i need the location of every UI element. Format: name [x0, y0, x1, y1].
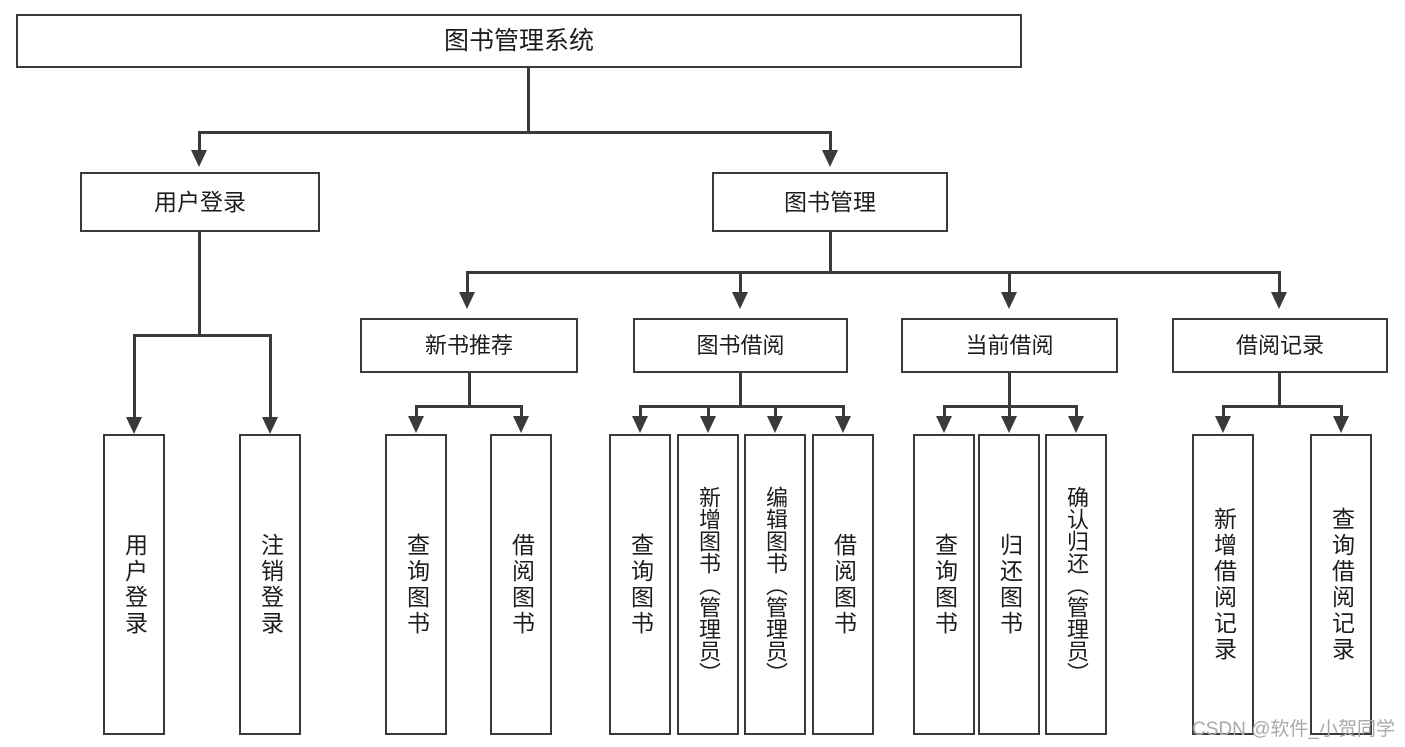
leaf-nbr-query-book[interactable]: 查询图书: [385, 434, 447, 735]
arrow-to-user-login: [191, 150, 207, 167]
leaf-nbr-borrow-book[interactable]: 借阅图书: [490, 434, 552, 735]
edge-root-stem: [527, 68, 530, 134]
leaf-logout[interactable]: 注销登录: [239, 434, 301, 735]
edge-bb-drop-4: [842, 405, 845, 417]
edge-user-login-drop-2: [269, 334, 272, 418]
arrow-to-leaf-cb-3: [1068, 416, 1084, 433]
edge-root-bar: [198, 131, 832, 134]
edge-cb-drop-3: [1075, 405, 1078, 417]
edge-bb-stem: [739, 373, 742, 408]
leaf-label: 确认归还（管理员）: [1064, 485, 1089, 684]
leaf-bb-add-book-admin[interactable]: 新增图书（管理员）: [677, 434, 739, 735]
edge-user-login-drop-1: [133, 334, 136, 418]
arrow-to-leaf-bb-4: [835, 416, 851, 433]
edge-br-bar: [1222, 405, 1340, 408]
edge-nbr-stem: [468, 373, 471, 408]
leaf-cb-query-book[interactable]: 查询图书: [913, 434, 975, 735]
node-book-management[interactable]: 图书管理: [712, 172, 948, 232]
arrow-to-leaf-br-2: [1333, 416, 1349, 433]
leaf-label: 查询图书: [403, 532, 430, 637]
leaf-label: 新增图书（管理员）: [696, 485, 721, 684]
node-borrow-record[interactable]: 借阅记录: [1172, 318, 1388, 373]
node-label: 图书管理: [784, 188, 876, 215]
edge-bb-drop-1: [639, 405, 642, 417]
leaf-label: 编辑图书（管理员）: [763, 485, 788, 684]
edge-bm-drop-4: [1278, 271, 1281, 293]
node-current-borrow[interactable]: 当前借阅: [901, 318, 1118, 373]
arrow-to-borrow-record: [1271, 292, 1287, 309]
edge-bb-drop-3: [774, 405, 777, 417]
node-label: 新书推荐: [424, 332, 513, 358]
arrow-to-leaf-nbr-2: [513, 416, 529, 433]
leaf-br-add-record[interactable]: 新增借阅记录: [1192, 434, 1254, 735]
node-user-login[interactable]: 用户登录: [80, 172, 320, 232]
node-label: 用户登录: [154, 188, 246, 215]
leaf-bb-query-book[interactable]: 查询图书: [609, 434, 671, 735]
arrow-to-current-borrow: [1001, 292, 1017, 309]
node-new-book-recommend[interactable]: 新书推荐: [360, 318, 578, 373]
leaf-br-query-record[interactable]: 查询借阅记录: [1310, 434, 1372, 735]
leaf-cb-return-book[interactable]: 归还图书: [978, 434, 1040, 735]
edge-br-drop-2: [1340, 405, 1343, 417]
leaf-label: 用户登录: [121, 532, 148, 637]
edge-bb-drop-2: [707, 405, 710, 417]
edge-bm-drop-3: [1008, 271, 1011, 293]
leaf-label: 查询借阅记录: [1328, 506, 1355, 663]
arrow-to-leaf-br-1: [1215, 416, 1231, 433]
arrow-to-leaf-cb-2: [1001, 416, 1017, 433]
edge-nbr-drop-1: [415, 405, 418, 417]
edge-cb-stem: [1008, 373, 1011, 408]
edge-book-management-bar: [466, 271, 1281, 274]
edge-br-stem: [1278, 373, 1281, 408]
node-book-borrow[interactable]: 图书借阅: [633, 318, 848, 373]
edge-nbr-bar: [415, 405, 523, 408]
arrow-to-leaf-cb-1: [936, 416, 952, 433]
arrow-to-book-borrow: [732, 292, 748, 309]
arrow-to-leaf-user-login: [126, 417, 142, 434]
arrow-to-leaf-logout: [262, 417, 278, 434]
edge-user-login-bar: [133, 334, 271, 337]
node-label: 当前借阅: [965, 332, 1054, 358]
leaf-label: 注销登录: [257, 532, 284, 637]
edge-cb-drop-2: [1008, 405, 1011, 417]
arrow-to-leaf-nbr-1: [408, 416, 424, 433]
edge-user-login-stem: [198, 232, 201, 336]
edge-root-drop-left: [198, 131, 201, 151]
node-root-book-management-system[interactable]: 图书管理系统: [16, 14, 1022, 68]
leaf-label: 借阅图书: [508, 532, 535, 637]
arrow-to-book-management: [822, 150, 838, 167]
arrow-to-leaf-bb-2: [700, 416, 716, 433]
leaf-label: 查询图书: [627, 532, 654, 637]
leaf-cb-confirm-return-admin[interactable]: 确认归还（管理员）: [1045, 434, 1107, 735]
edge-bm-drop-1: [466, 271, 469, 293]
edge-nbr-drop-2: [520, 405, 523, 417]
node-label: 图书借阅: [696, 332, 785, 358]
leaf-user-login[interactable]: 用户登录: [103, 434, 165, 735]
arrow-to-leaf-bb-1: [632, 416, 648, 433]
leaf-bb-edit-book-admin[interactable]: 编辑图书（管理员）: [744, 434, 806, 735]
leaf-label: 归还图书: [996, 532, 1023, 637]
node-label: 借阅记录: [1235, 332, 1324, 358]
edge-root-drop-right: [829, 131, 832, 151]
node-label: 图书管理系统: [443, 26, 594, 55]
edge-bb-bar: [639, 405, 845, 408]
edge-bm-drop-2: [739, 271, 742, 293]
leaf-label: 借阅图书: [830, 532, 857, 637]
edge-br-drop-1: [1222, 405, 1225, 417]
leaf-bb-borrow-book[interactable]: 借阅图书: [812, 434, 874, 735]
arrow-to-leaf-bb-3: [767, 416, 783, 433]
leaf-label: 查询图书: [931, 532, 958, 637]
edge-book-management-stem: [829, 232, 832, 274]
edge-cb-drop-1: [943, 405, 946, 417]
arrow-to-new-book-recommend: [459, 292, 475, 309]
leaf-label: 新增借阅记录: [1210, 506, 1237, 663]
